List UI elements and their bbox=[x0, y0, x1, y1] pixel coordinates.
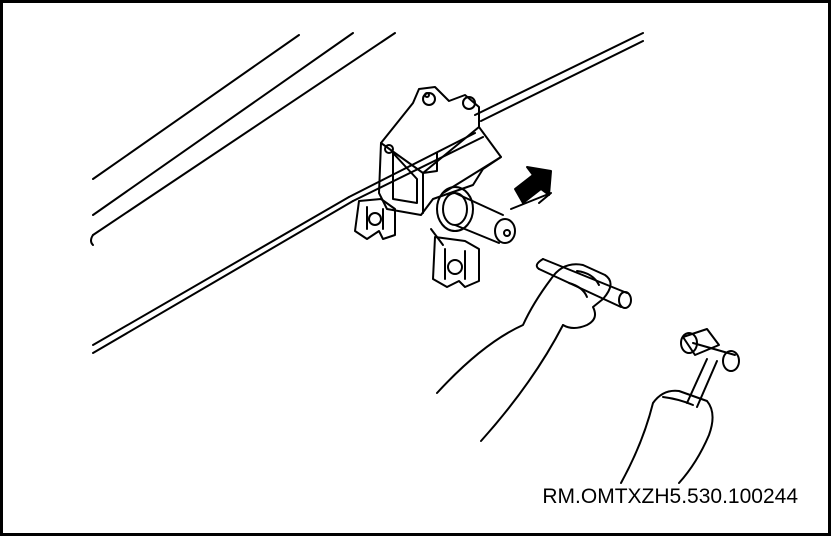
direction-arrow bbox=[510, 166, 552, 210]
mounting-brackets bbox=[354, 198, 480, 288]
reference-code: RM.OMTXZH5.530.100244 bbox=[542, 485, 798, 508]
frame-rails bbox=[90, 32, 644, 354]
service-illustration bbox=[90, 32, 740, 484]
output-shaft bbox=[436, 186, 516, 244]
punch-hand bbox=[436, 263, 612, 442]
hammer-hand bbox=[620, 389, 714, 484]
